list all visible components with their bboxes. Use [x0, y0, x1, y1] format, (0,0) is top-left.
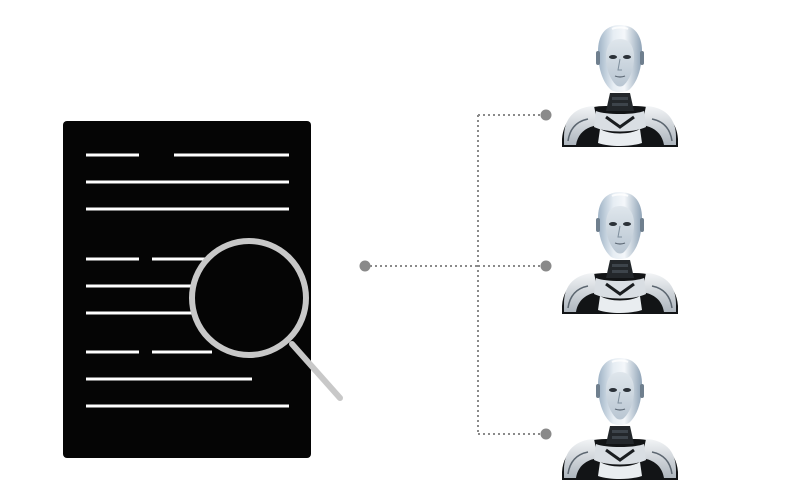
- connector-dots: [359, 109, 552, 440]
- magnifying-glass-icon: [189, 238, 343, 401]
- robot-icon: [560, 356, 680, 482]
- robot-agents: [560, 23, 680, 482]
- connector-dot-bottom: [540, 428, 552, 440]
- connector-dot-top: [540, 109, 552, 121]
- connector-lines: [365, 114, 546, 435]
- document-text-lines: [86, 153, 289, 408]
- document-icon: [63, 121, 311, 458]
- robot-icon: [560, 23, 680, 149]
- magnifier-handle: [289, 341, 343, 401]
- connector-dot-source: [359, 260, 371, 272]
- robot-icon: [560, 190, 680, 316]
- magnifier-lens: [189, 238, 309, 358]
- connector-dot-middle: [540, 260, 552, 272]
- document-sheet: [63, 121, 311, 458]
